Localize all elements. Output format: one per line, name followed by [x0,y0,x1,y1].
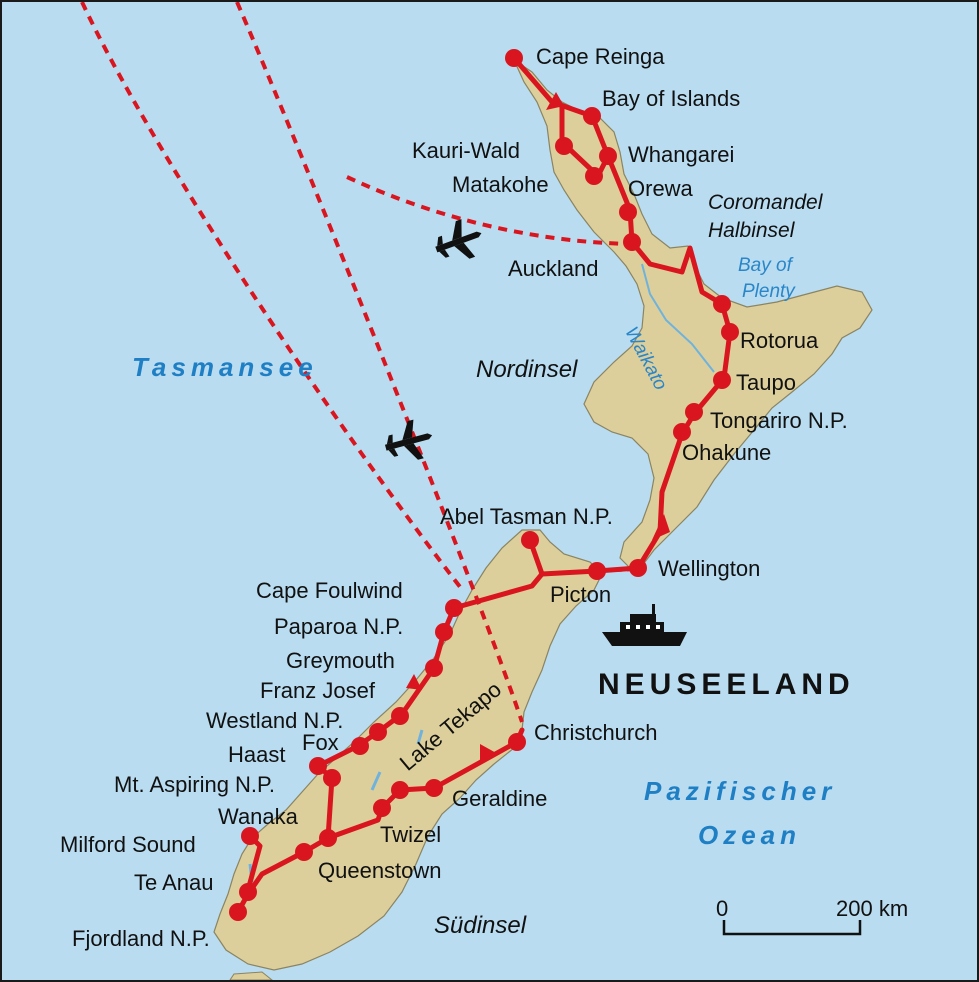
place-label: Picton [550,582,612,607]
airplane-icon [384,419,433,460]
place-label: Tongariro N.P. [710,408,848,433]
sea-label-tasman: Tasmansee [132,352,318,382]
place-label: Geraldine [452,786,548,811]
place-label: Fox [302,730,339,755]
place-label: Greymouth [286,648,395,673]
place-label: Abel Tasman N.P. [440,504,613,529]
place-label: Wellington [658,556,761,581]
scale-zero-label: 0 [716,896,729,921]
peninsula-label-1: Coromandel [708,191,823,214]
place-label: Cape Reinga [536,44,665,69]
southern-lakes [248,729,424,883]
place-label: Te Anau [134,870,214,895]
place-label: Taupo [736,370,796,395]
country-label: NEUSEELAND [598,668,855,701]
flight-route [235,2,524,723]
place-label: Whangarei [628,142,735,167]
north-island [512,58,873,569]
south-island [213,529,603,971]
route-arrow [652,514,670,540]
waikato-river [641,263,715,373]
place-label: Matakohe [452,172,549,197]
route-arrow [546,92,564,110]
scale-distance-label: 200 km [836,896,909,921]
place-label: Paparoa N.P. [274,614,404,639]
sea-label-pacific-2: Ozean [698,820,802,850]
place-label: Bay of Islands [602,86,741,111]
place-label: Queenstown [318,858,442,883]
place-label: Mt. Aspiring N.P. [114,772,275,797]
place-label: Ohakune [682,440,772,465]
sea-label-pacific-1: Pazifischer [644,776,837,806]
bay-label-1: Bay of [738,255,792,276]
place-label: Orewa [628,176,693,201]
place-label: Franz Josef [260,678,375,703]
place-label: Twizel [380,822,442,847]
place-label: Kauri-Wald [412,138,520,163]
place-label: Wanaka [218,804,298,829]
stewart-island [229,971,273,980]
bay-label-2: Plenty [742,281,795,302]
place-label: Auckland [508,256,599,281]
place-label: Cape Foulwind [256,578,403,603]
route-arrow [406,674,422,690]
place-label: Fjordland N.P. [72,926,210,951]
region-label-north: Nordinsel [476,356,578,383]
place-label: Christchurch [534,720,658,745]
place-label: Milford Sound [60,832,196,857]
ferry-icon [602,604,687,646]
route-arrow [480,744,498,762]
peninsula-label-2: Halbinsel [708,219,795,242]
airplane-icon [435,219,482,259]
flight-route [80,2,466,594]
region-label-south: Südinsel [434,912,527,939]
place-label: Westland N.P. [206,708,344,733]
scale-bar [722,920,862,936]
place-label: Rotorua [740,328,819,353]
flight-route [346,175,633,246]
route-stops [229,49,739,921]
place-label: Haast [228,742,286,767]
